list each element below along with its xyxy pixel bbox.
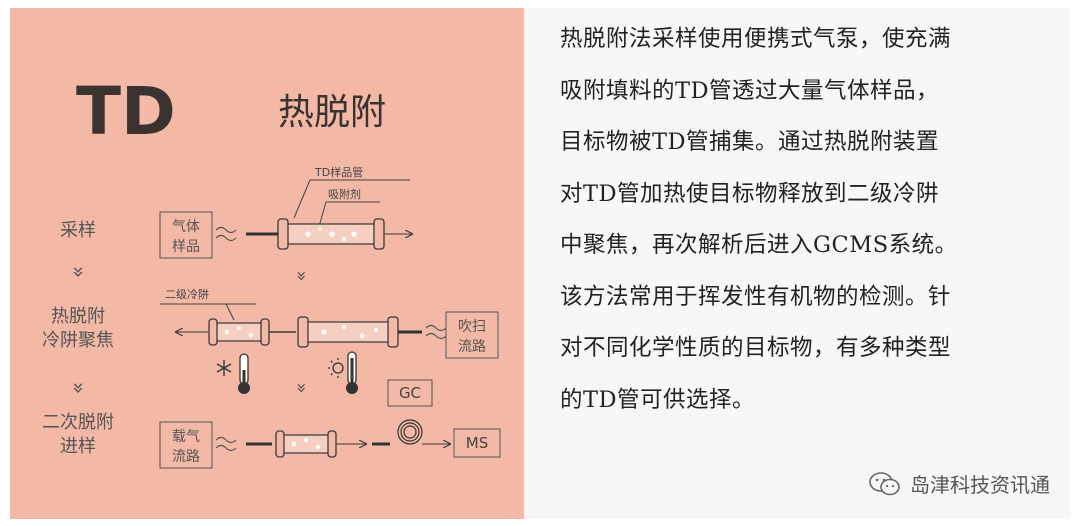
- watermark-text: 岛津科技资讯通: [910, 473, 1050, 497]
- cold-trap-2-cap-left: [275, 430, 285, 458]
- carrier-wavy-line: [215, 436, 237, 452]
- label-adsorbent: 吸附剂: [328, 187, 361, 201]
- description-panel: 热脱附法采样使用便携式气泵，使充满吸附填料的TD管透过大量气体样品， 目标物被TD…: [524, 8, 1070, 519]
- ms-box: [453, 428, 501, 458]
- td-tube-2-cap-right: [387, 316, 399, 348]
- description-line: 该方法常用于挥发性有机物的检测。针: [560, 283, 952, 310]
- cold-trap-2-dots: [291, 438, 321, 450]
- gas-sample-label-1: 气体: [172, 219, 200, 235]
- chevron-1: »: [67, 266, 91, 278]
- td-tube-2: [301, 321, 395, 343]
- carrier-gas-box: [159, 421, 213, 469]
- stage-desorb-line1: 热脱附: [51, 306, 105, 327]
- td-tube-1-cap-left: [277, 218, 289, 250]
- description-line: 的TD管可供选择。: [560, 386, 756, 413]
- stage-sampling: 采样: [60, 220, 96, 241]
- cold-trap-leader: [160, 303, 256, 321]
- stage-second-line2: 进样: [60, 436, 96, 457]
- gc-column-coil-icon: [397, 419, 423, 445]
- purge-box: [445, 311, 499, 359]
- purge-label-2: 流路: [458, 339, 486, 355]
- wechat-icon: [869, 471, 900, 495]
- watermark: 岛津科技资讯通: [868, 469, 1050, 498]
- td-tube-1-cap-right: [373, 218, 385, 250]
- chevron-4: »: [291, 382, 312, 393]
- carrier-gas-label-2: 流路: [172, 449, 200, 465]
- adsorbent-dots-1: [305, 227, 357, 241]
- snowflake-icon: [216, 360, 232, 376]
- stage-desorb-line2: 冷阱聚焦: [42, 330, 114, 351]
- purge-label-1: 吹扫: [458, 319, 486, 335]
- stage-second-line1: 二次脱附: [42, 412, 114, 433]
- gc-label: GC: [399, 384, 421, 402]
- gas-sample-box: [159, 211, 213, 259]
- cold-trap-dots: [224, 326, 254, 338]
- heat-sun-icon: [328, 358, 344, 378]
- purge-wavy-line: [425, 324, 447, 340]
- cold-thermometer-icon: [238, 353, 250, 394]
- title-cn: 热脱附: [278, 92, 386, 133]
- label-td-tube: TD样品管: [314, 165, 363, 179]
- gas-wavy-line: [215, 226, 237, 242]
- title-abbr: TD: [76, 73, 176, 150]
- description-line: 热脱附法采样使用便携式气泵，使充满: [560, 26, 952, 52]
- td-tube-leader: [293, 179, 410, 219]
- label-cold-trap: 二级冷阱: [165, 287, 209, 301]
- td-process-diagram: TD 热脱附 采样 » 热脱附 冷阱聚焦 » 二次脱附 进样 TD样品管 吸附剂…: [42, 73, 501, 469]
- description-line: 对不同化学性质的目标物，有多种类型: [560, 335, 952, 361]
- adsorbent-dots-2: [321, 325, 378, 339]
- description-line: 对TD管加热使目标物释放到二级冷阱: [560, 180, 940, 207]
- cold-trap-tube: [212, 322, 266, 342]
- td-tube-2-cap-left: [297, 316, 309, 348]
- cold-trap-2-cap-right: [327, 430, 337, 458]
- gc-box: [387, 379, 433, 407]
- hot-thermometer-icon: [346, 351, 358, 394]
- gas-sample-label-2: 样品: [172, 239, 200, 255]
- description-text: 热脱附法采样使用便携式气泵，使充满吸附填料的TD管透过大量气体样品， 目标物被TD…: [560, 14, 1060, 426]
- ms-label: MS: [466, 434, 488, 452]
- chevron-2: »: [67, 382, 91, 394]
- description-line: 中聚焦，再次解析后进入GCMS系统。: [560, 232, 958, 258]
- chevron-3: »: [291, 270, 312, 281]
- cold-trap-cap-left: [208, 318, 218, 346]
- diagram-panel: TD 热脱附 采样 » 热脱附 冷阱聚焦 » 二次脱附 进样 TD样品管 吸附剂…: [10, 8, 524, 519]
- cold-trap-cap-right: [260, 318, 270, 346]
- description-line: 吸附填料的TD管透过大量气体样品，: [560, 77, 940, 104]
- carrier-gas-label-1: 载气: [172, 429, 200, 445]
- description-line: 目标物被TD管捕集。通过热脱附装置: [560, 129, 940, 155]
- cold-trap-tube-2: [279, 434, 333, 454]
